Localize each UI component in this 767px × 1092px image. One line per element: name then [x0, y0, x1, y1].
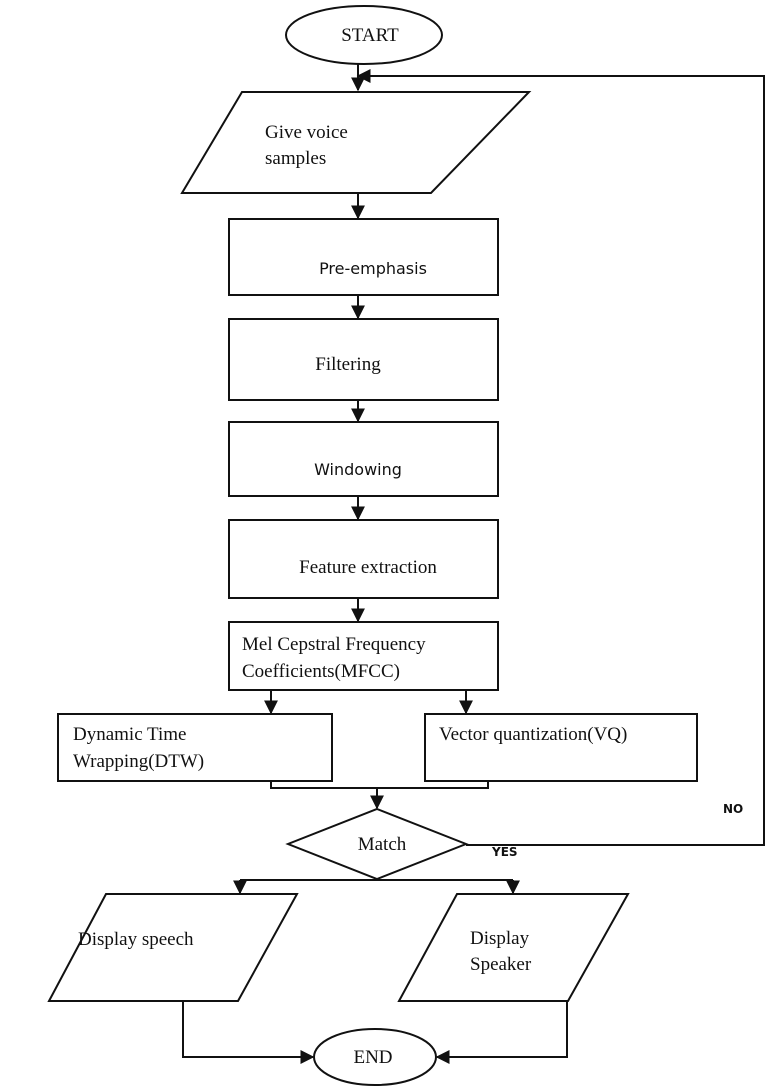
input-label-line1: Give voice	[265, 122, 348, 143]
connectors	[182, 64, 765, 1064]
arrow-display-speaker-to-end	[435, 1002, 568, 1064]
process-feature-extraction: Feature extraction	[228, 519, 499, 599]
process-windowing: Windowing	[228, 421, 499, 497]
process-dtw: Dynamic Time Wrapping(DTW)	[57, 713, 333, 782]
process-filtering: Filtering	[228, 318, 499, 401]
start-terminal: START	[285, 5, 443, 65]
display-speaker-label-line1: Display	[470, 928, 530, 949]
end-terminal: END	[313, 1028, 437, 1086]
filtering-label: Filtering	[315, 354, 381, 375]
output-display-speech: Display speech	[47, 893, 299, 1002]
process-mfcc: Mel Cepstral Frequency Coefficients(MFCC…	[228, 621, 499, 691]
windowing-label: Windowing	[314, 460, 402, 479]
preemphasis-label: Pre-emphasis	[319, 259, 427, 278]
arrow-no-loop	[356, 69, 765, 846]
no-label: NO	[723, 802, 743, 816]
display-speaker-label-line2: Speaker	[470, 954, 532, 975]
match-label: Match	[358, 834, 407, 855]
decision-match: Match	[285, 807, 469, 881]
output-display-speaker: Display Speaker	[397, 893, 630, 1002]
vq-label: Vector quantization(VQ)	[439, 724, 627, 745]
arrow-display-speech-to-end	[182, 1002, 315, 1064]
join-dtw-vq	[270, 781, 489, 789]
mfcc-label-line1: Mel Cepstral Frequency	[242, 634, 426, 655]
input-label-line2: samples	[265, 148, 326, 169]
dtw-label-line1: Dynamic Time	[73, 724, 186, 745]
feature-extraction-label: Feature extraction	[299, 557, 437, 578]
start-label: START	[341, 25, 399, 46]
process-vq: Vector quantization(VQ)	[424, 713, 698, 782]
mfcc-label-line2: Coefficients(MFCC)	[242, 661, 400, 682]
end-label: END	[353, 1047, 392, 1068]
display-speech-label: Display speech	[78, 929, 194, 950]
input-voice-samples: Give voice samples	[180, 91, 532, 194]
process-preemphasis: Pre-emphasis	[228, 218, 499, 296]
dtw-label-line2: Wrapping(DTW)	[73, 751, 204, 772]
yes-label: YES	[491, 845, 518, 859]
